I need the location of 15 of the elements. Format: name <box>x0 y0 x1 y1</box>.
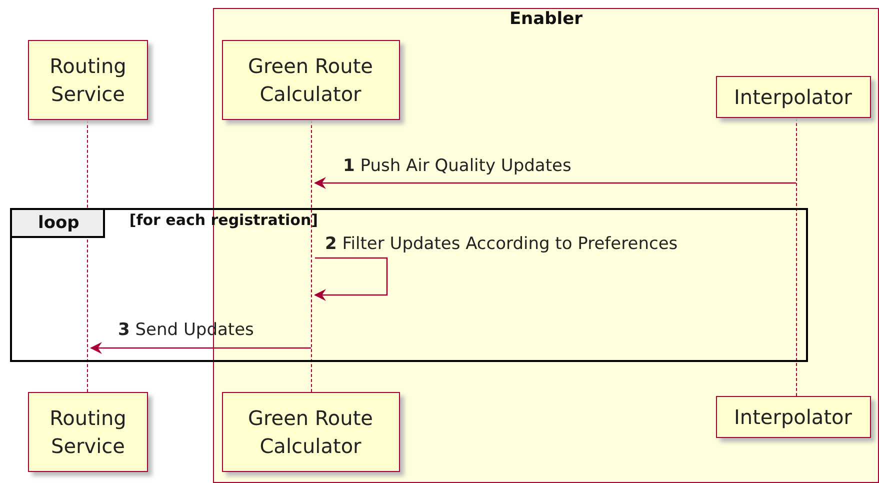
message-arrow <box>314 257 388 301</box>
message-arrow <box>314 177 796 189</box>
message-arrow <box>90 342 311 354</box>
group-title: Enabler <box>508 9 584 29</box>
loop-tab: loop <box>12 210 106 238</box>
participant-box: Routing Service <box>28 392 148 472</box>
participant-box: Green Route Calculator <box>222 40 400 120</box>
participant-box: Routing Service <box>28 40 148 120</box>
lifeline <box>796 118 800 396</box>
participant-box: Interpolator <box>716 396 870 438</box>
message-label: 2 Filter Updates According to Preferences <box>325 234 678 254</box>
message-label: 1 Push Air Quality Updates <box>343 156 572 176</box>
participant-box: Interpolator <box>716 76 870 118</box>
participant-box: Green Route Calculator <box>222 392 400 472</box>
lifeline <box>87 120 91 392</box>
